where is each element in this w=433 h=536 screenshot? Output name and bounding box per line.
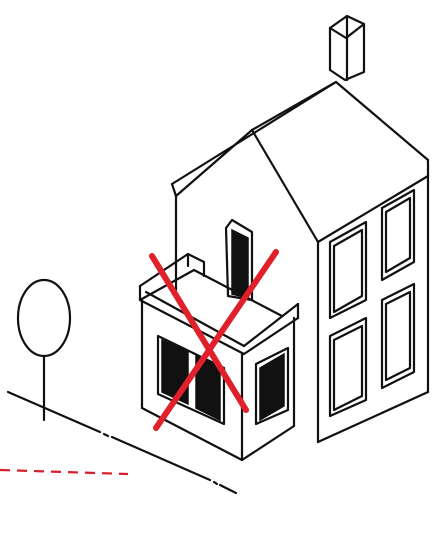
balcony-extension xyxy=(140,254,298,460)
chimney xyxy=(330,16,364,80)
side-windows xyxy=(330,190,414,416)
boundary-dashed-line xyxy=(0,470,128,474)
